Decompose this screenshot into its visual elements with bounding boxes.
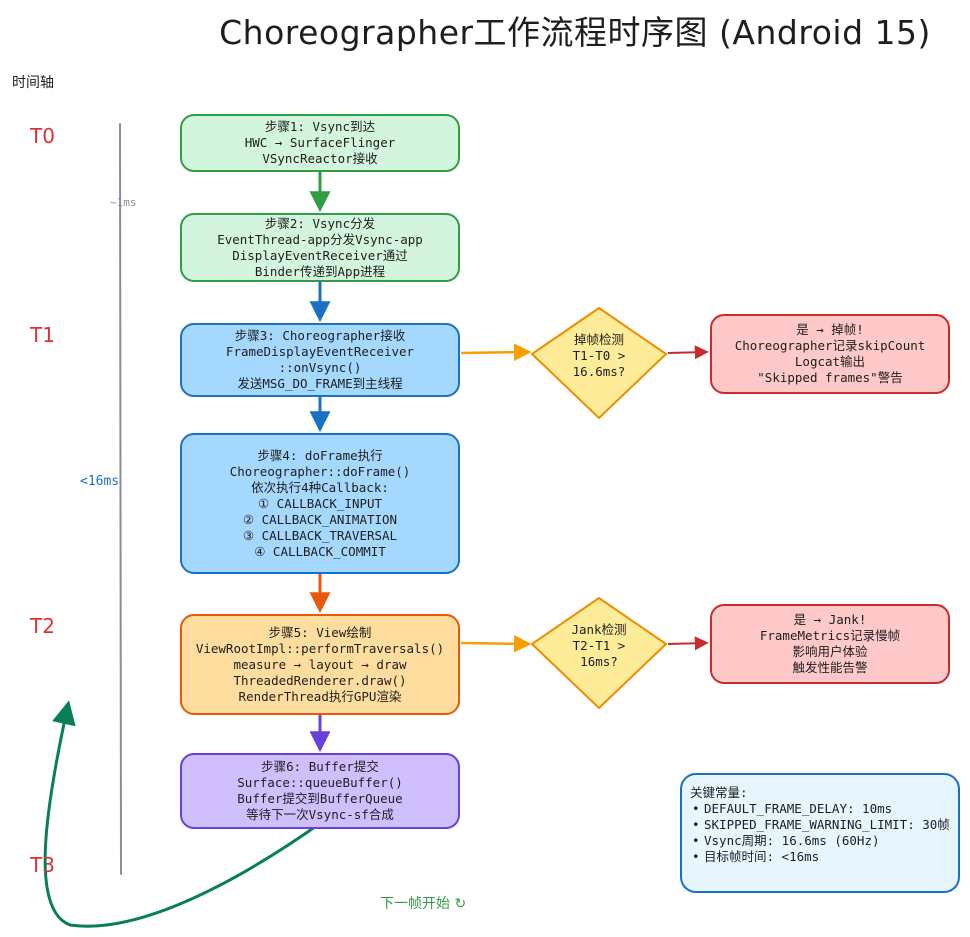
frame-drop-result-box: 是 → 掉帧! Choreographer记录skipCount Logcat输… [710, 314, 950, 394]
timeline-title: 时间轴 [12, 75, 54, 91]
arrow-jank-check-result [667, 636, 709, 651]
jank-result-box: 是 → Jank! FrameMetrics记录慢帧 影响用户体验 触发性能告警 [710, 604, 950, 684]
jank-decision-diamond [531, 597, 667, 709]
step5-view-draw-box: 步骤5: View绘制 ViewRootImpl::performTravers… [180, 614, 460, 715]
duration-long-label: <16ms [80, 474, 120, 489]
time-mark-t3: T3 [30, 853, 55, 877]
time-mark-t1: T1 [30, 323, 55, 347]
constant-item: DEFAULT_FRAME_DELAY: 10ms [690, 801, 950, 817]
frame-drop-decision-diamond [531, 307, 667, 419]
frame-drop-decision-text: 掉帧检测 T1-T0 > 16.6ms? [572, 332, 626, 379]
step3-choreographer-receive-box: 步骤3: Choreographer接收 FrameDisplayEventRe… [180, 323, 460, 397]
constant-item: SKIPPED_FRAME_WARNING_LIMIT: 30帧 [690, 817, 950, 833]
key-constants-panel: 关键常量: DEFAULT_FRAME_DELAY: 10ms SKIPPED_… [680, 773, 960, 893]
constant-item: 目标帧时间: <16ms [690, 849, 950, 865]
timeline-axis [119, 123, 122, 875]
step2-vsync-dispatch-box: 步骤2: Vsync分发 EventThread-app分发Vsync-app … [180, 213, 460, 282]
step1-vsync-arrive-box: 步骤1: Vsync到达 HWC → SurfaceFlinger VSyncR… [180, 114, 460, 172]
arrow-step3-jank-check [460, 343, 532, 361]
step6-buffer-submit-box: 步骤6: Buffer提交 Surface::queueBuffer() Buf… [180, 753, 460, 829]
key-constants-title: 关键常量: [690, 785, 748, 800]
constant-item: Vsync周期: 16.6ms (60Hz) [690, 833, 950, 849]
loop-back-arrow [43, 700, 323, 928]
time-mark-t2: T2 [30, 614, 55, 638]
time-mark-t0: T0 [30, 124, 55, 148]
duration-short-label: ~1ms [110, 196, 137, 209]
jank-decision-text: Jank检测 T2-T1 > 16ms? [571, 622, 627, 669]
arrow-step5-jank-check [460, 635, 532, 653]
page-title: Choreographer工作流程时序图 (Android 15) [219, 13, 931, 52]
step4-doframe-box: 步骤4: doFrame执行 Choreographer::doFrame() … [180, 433, 460, 574]
arrow-drop-check-result [667, 345, 709, 360]
next-frame-label: 下一帧开始 ↻ [380, 896, 467, 912]
key-constants-list: DEFAULT_FRAME_DELAY: 10ms SKIPPED_FRAME_… [690, 801, 950, 865]
